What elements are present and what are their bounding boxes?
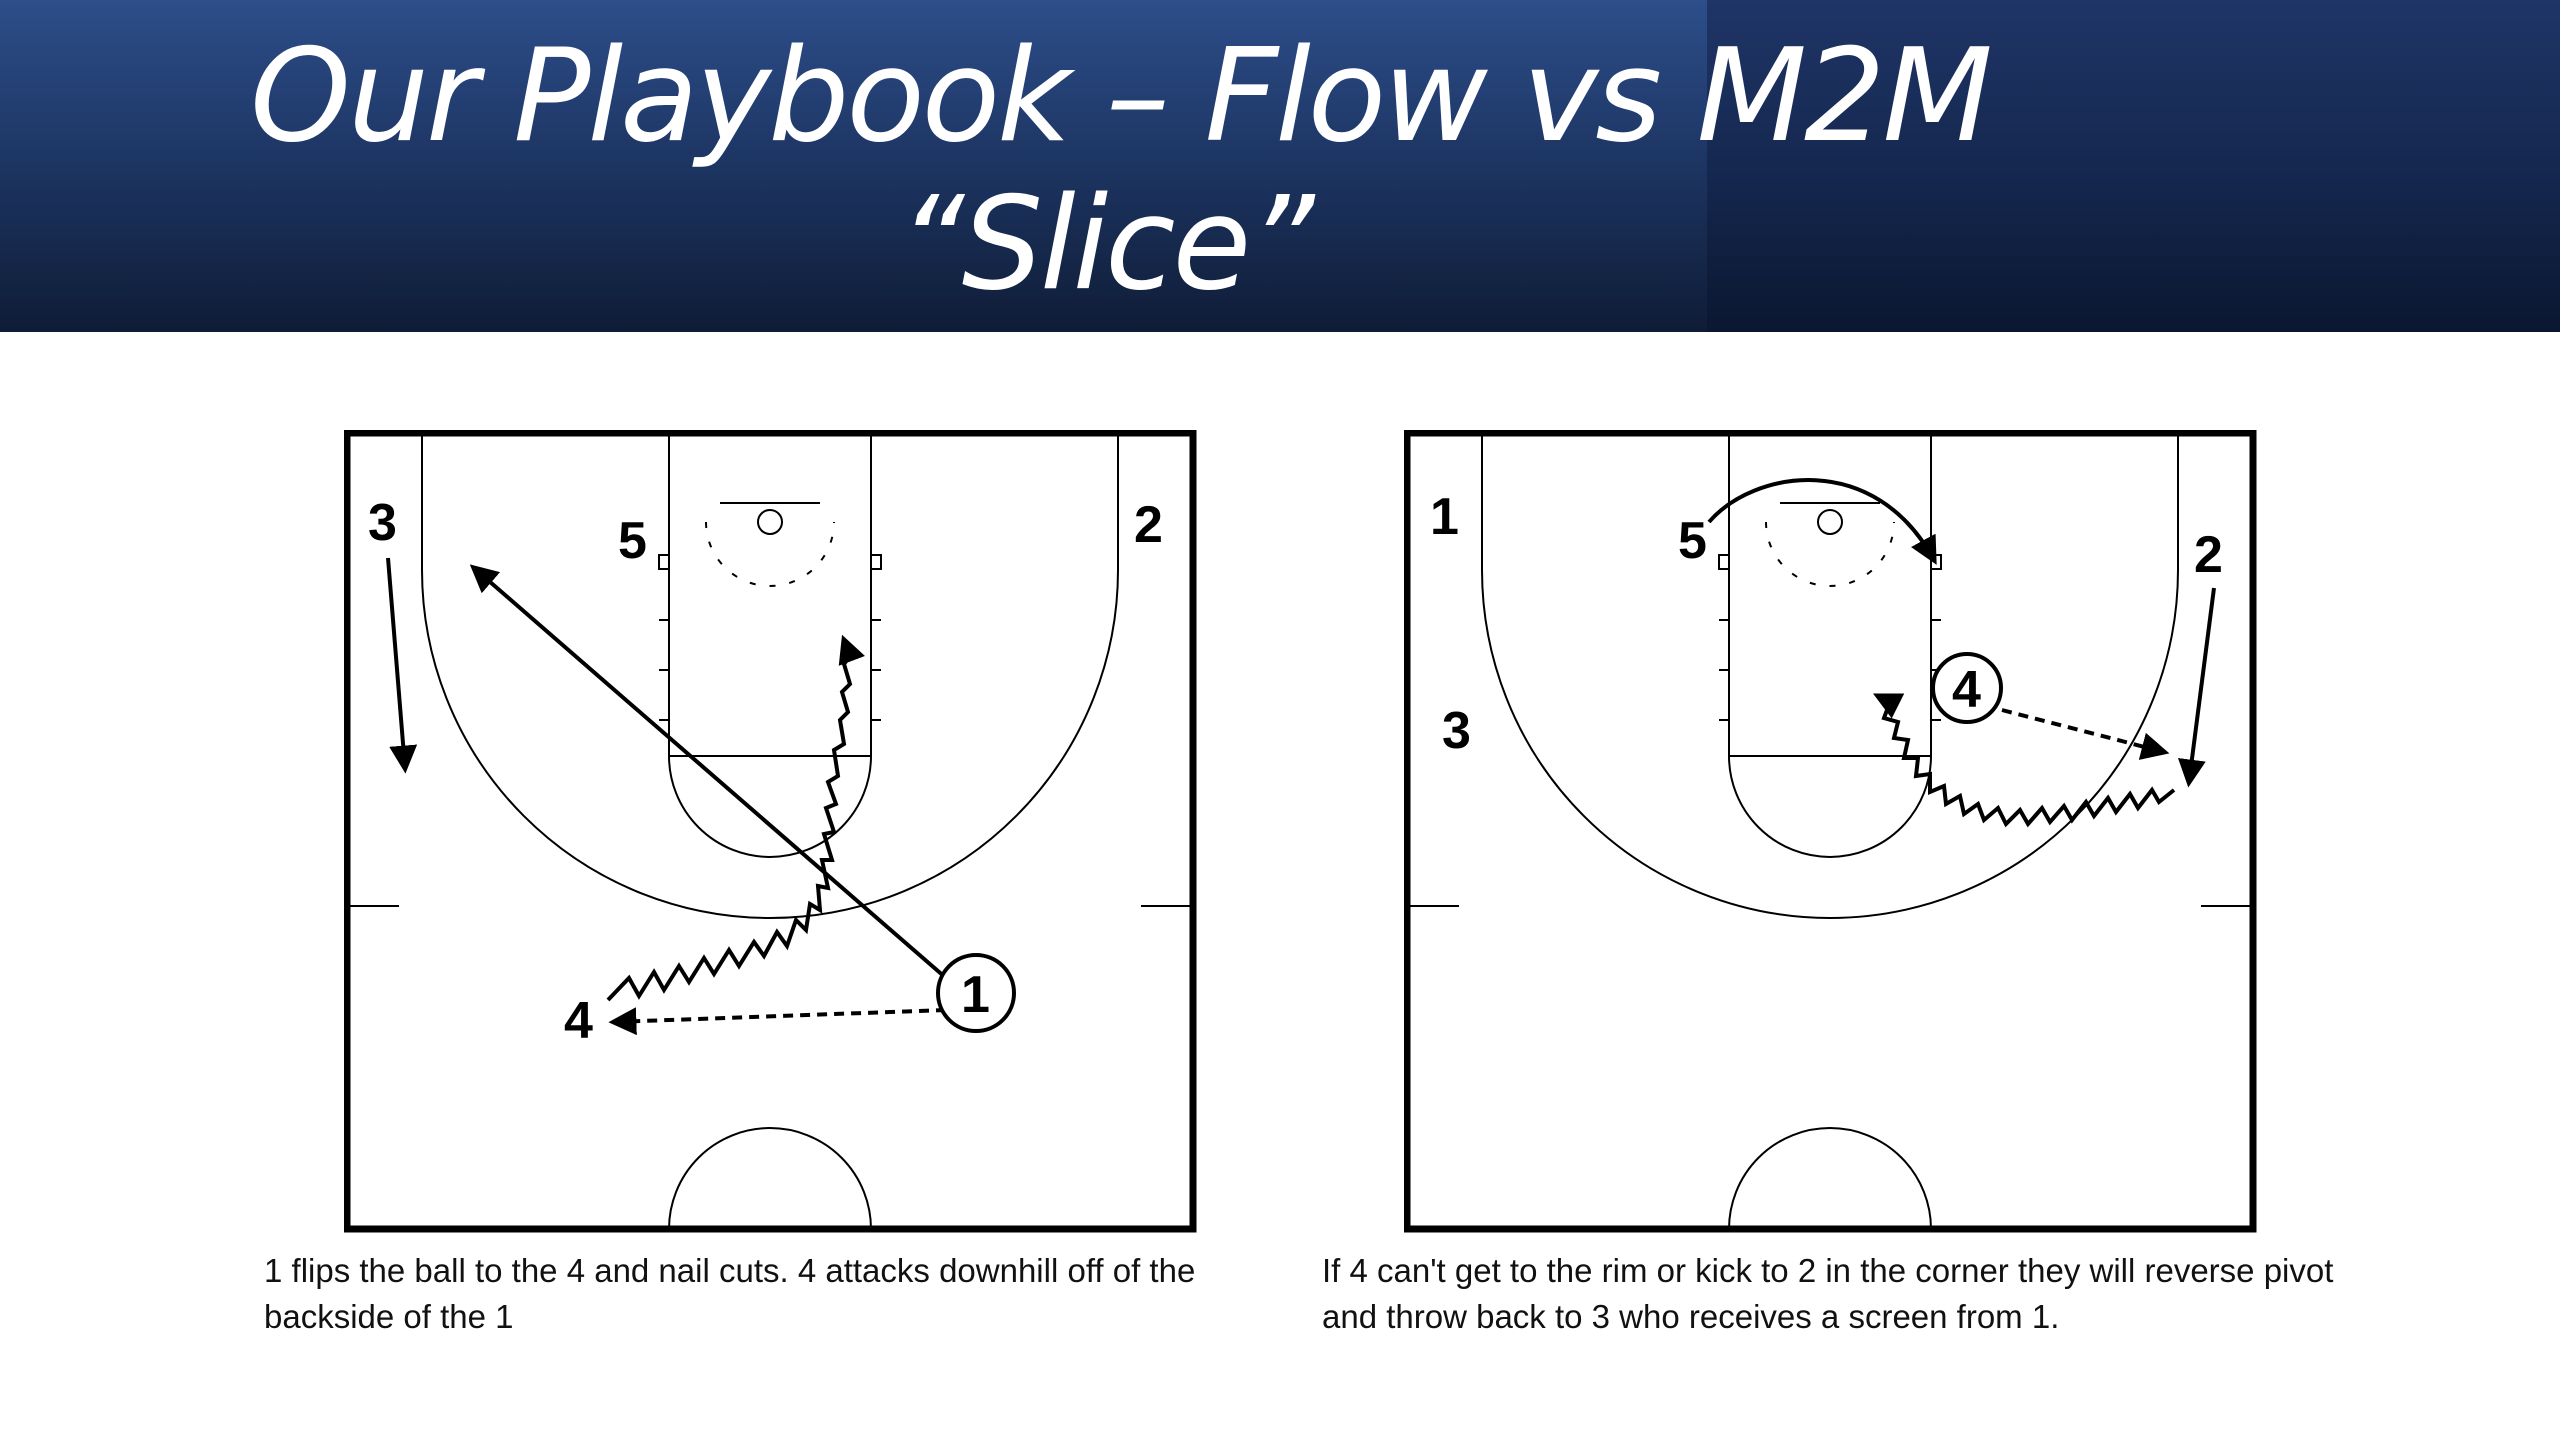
player-label: 2 <box>1134 496 1163 554</box>
three-point-line <box>421 433 1119 919</box>
free-throw-circle <box>668 755 872 858</box>
lane <box>668 432 872 757</box>
pass-arrow-4-to-2 <box>2001 708 2170 760</box>
caption-right: If 4 can't get to the rim or kick to 2 i… <box>1322 1252 2334 1335</box>
player-label: 3 <box>1442 702 1471 760</box>
slide-subtitle: “Slice” <box>898 170 1314 319</box>
dribble-path-4 <box>1872 693 2176 828</box>
player-label: 5 <box>1678 512 1707 570</box>
player-label: 2 <box>2194 526 2223 584</box>
player-label: 4 <box>1952 661 1981 719</box>
free-throw-circle <box>1728 755 1932 858</box>
lane <box>1728 432 1932 757</box>
cut-arrow-5 <box>1707 478 1937 565</box>
title-banner: Our Playbook – Flow vs M2M “Slice” <box>0 0 2560 332</box>
dribble-path-4 <box>606 634 865 1002</box>
banner-right-panel <box>1707 0 2560 332</box>
court-boundary <box>344 430 1197 1233</box>
court-diagram-left: 3 5 2 4 1 <box>344 430 1197 1233</box>
three-point-line <box>1481 433 2179 919</box>
court-diagram-right: 1 5 2 3 4 <box>1404 430 2257 1233</box>
cut-arrow-2 <box>2177 587 2216 788</box>
restricted-arc <box>705 521 835 587</box>
court-boundary <box>1404 430 2257 1233</box>
rim <box>757 509 783 535</box>
half-court-circle <box>1728 1127 1932 1230</box>
cut-arrow-1 <box>469 564 948 980</box>
pass-arrow-1-to-4 <box>608 1007 947 1036</box>
player-label: 5 <box>618 512 647 570</box>
player-label: 1 <box>1430 488 1459 546</box>
player-circle-1 <box>936 953 1016 1033</box>
player-label: 3 <box>368 494 397 552</box>
restricted-arc <box>1765 521 1895 587</box>
half-court-circle <box>668 1127 872 1230</box>
slide-title: Our Playbook – Flow vs M2M <box>250 22 1993 171</box>
cut-arrow-3 <box>386 557 418 774</box>
caption-left: 1 flips the ball to the 4 and nail cuts.… <box>264 1252 1196 1335</box>
player-circle-4 <box>1931 652 2003 724</box>
player-label: 4 <box>564 992 593 1050</box>
rim <box>1817 509 1843 535</box>
player-label: 1 <box>961 966 990 1024</box>
